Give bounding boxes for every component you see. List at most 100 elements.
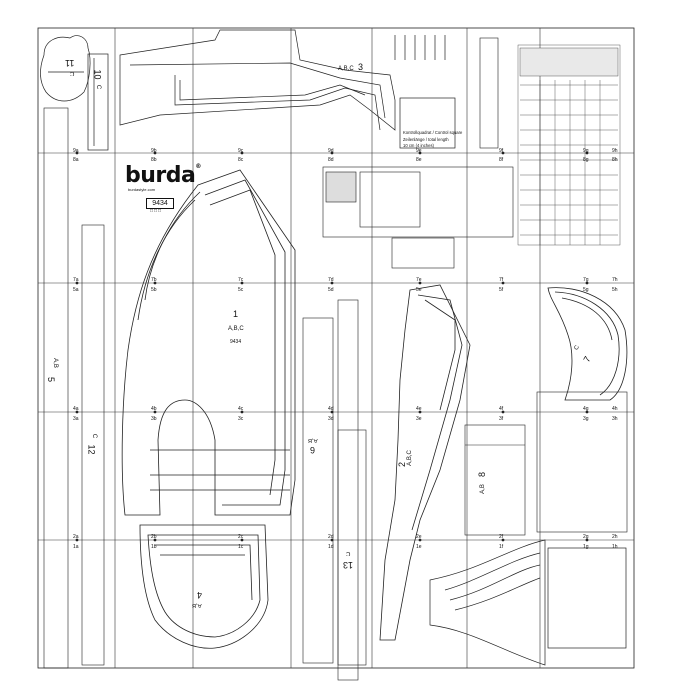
notes-box — [536, 391, 628, 533]
grid-label-1b: 1b — [151, 544, 157, 550]
pattern-number-box: 9434 — [146, 198, 174, 209]
burda-logo: burda® — [125, 163, 201, 188]
grid-label-4g: 4g — [583, 406, 589, 412]
grid-label-8e: 8e — [416, 157, 422, 163]
grid-label-3d: 3d — [328, 416, 334, 422]
grid-label-4b: 4b — [151, 406, 157, 412]
pattern-piece-7 — [547, 287, 628, 401]
piece-2-number: 2 — [397, 461, 408, 468]
grid-label-5h: 5h — [612, 287, 618, 293]
piece-1-views: A,B,C — [228, 326, 244, 332]
pattern-piece-10 — [87, 53, 109, 151]
piece-8-views: A,B — [479, 484, 486, 494]
piece-3-number: 3 — [358, 62, 364, 72]
grid-label-7d: 7d — [328, 277, 334, 283]
grid-label-2f: 2f — [499, 534, 504, 540]
grid-label-2c: 2c — [238, 534, 244, 540]
grid-label-8a: 8a — [73, 157, 79, 163]
grid-label-3g: 3g — [583, 416, 589, 422]
left-vertical-strips — [43, 107, 105, 669]
grid-label-7a: 7a — [73, 277, 79, 283]
size-table — [517, 44, 621, 246]
control-square-label: Kontrollquadrat / Control square — [403, 130, 463, 135]
grid-label-9f: 9f — [499, 148, 504, 154]
grid-label-9d: 9d — [328, 148, 334, 154]
grid-label-7h: 7h — [612, 277, 618, 283]
pattern-piece-3 — [119, 29, 446, 131]
grid-label-3a: 3a — [73, 416, 79, 422]
grid-label-3h: 3h — [612, 416, 618, 422]
piece-10-number: 10 — [92, 69, 103, 80]
grid-label-5c: 5c — [238, 287, 244, 293]
grid-label-2h: 2h — [612, 534, 618, 540]
grid-label-8d: 8d — [328, 157, 334, 163]
piece-4-number: 4 — [197, 590, 203, 600]
piece-10-views: C — [95, 84, 102, 90]
pattern-piece-4 — [139, 524, 269, 649]
piece-6-views: A,B — [308, 437, 318, 443]
logo-text: burda — [125, 163, 196, 188]
registered-mark-icon: ® — [195, 163, 201, 170]
piece-5-number: 5 — [46, 376, 57, 383]
grid-label-7f: 7f — [499, 277, 504, 283]
grid-label-7g: 7g — [583, 277, 589, 283]
grid-label-1e: 1e — [416, 544, 422, 550]
pattern-piece-2 — [379, 284, 471, 641]
grid-label-9h: 9h — [612, 148, 618, 154]
grid-label-7e: 7e — [416, 277, 422, 283]
piece-12-number: 12 — [86, 444, 97, 455]
grid-label-9e: 9e — [416, 148, 422, 154]
ruler-strip — [479, 37, 499, 149]
grid-label-5d: 5d — [328, 287, 334, 293]
grid-label-5g: 5g — [583, 287, 589, 293]
center-strips — [302, 299, 367, 681]
piece-5-views: A,B — [51, 358, 58, 368]
variant-boxes: □□□ — [150, 208, 163, 214]
grid-notch-markers — [75, 151, 589, 542]
grid-label-8c: 8c — [238, 157, 244, 163]
piece-12-views: C — [91, 433, 98, 439]
piece-11-number: 11 — [65, 58, 75, 68]
grid-label-2d: 2d — [328, 534, 334, 540]
grid-label-4c: 4c — [238, 406, 244, 412]
grid-label-2a: 2a — [73, 534, 79, 540]
grid-label-1h: 1h — [612, 544, 618, 550]
grid-label-8g: 8g — [583, 157, 589, 163]
pattern-piece-bottom-right — [429, 539, 627, 666]
grid-label-4d: 4d — [328, 406, 334, 412]
piece-1-code: 9434 — [230, 339, 242, 345]
grid-label-5e: 5e — [416, 287, 422, 293]
piece-13-number: 13 — [343, 560, 354, 570]
control-square-box — [399, 97, 456, 149]
grid-label-2b: 2b — [151, 534, 157, 540]
grid-label-7b: 7b — [151, 277, 157, 283]
grid-label-5b: 5b — [151, 287, 157, 293]
pattern-piece-11 — [40, 35, 91, 102]
grid-label-8f: 8f — [499, 157, 504, 163]
grid-label-9c: 9c — [238, 148, 244, 154]
sheet-border — [37, 27, 635, 669]
grid-label-1f: 1f — [499, 544, 504, 550]
grid-label-1c: 1c — [238, 544, 244, 550]
piece-3-views: A,B,C — [338, 66, 354, 72]
grid-label-3e: 3e — [416, 416, 422, 422]
grid-label-2g: 2g — [583, 534, 589, 540]
grid-label-4f: 4f — [499, 406, 504, 412]
grid-label-3f: 3f — [499, 416, 504, 422]
control-length-label: Zeilenlänge / total length — [403, 137, 449, 142]
piece-8-number: 8 — [477, 471, 488, 478]
piece-2-views: A,B,C — [406, 450, 413, 466]
logo-subtitle: burdastyle.com — [128, 187, 156, 192]
grid-label-9b: 9b — [151, 148, 157, 154]
grid-label-9a: 9a — [73, 148, 79, 154]
grid-label-4e: 4e — [416, 406, 422, 412]
control-value-label: 10 cm (4 inches) — [403, 143, 434, 148]
piece-1-number: 1 — [233, 309, 239, 319]
grid-label-3c: 3c — [238, 416, 244, 422]
pattern-piece-1 — [121, 169, 296, 516]
grid-label-8b: 8b — [151, 157, 157, 163]
grid-label-5f: 5f — [499, 287, 504, 293]
piece-11-views: C — [70, 70, 75, 76]
piece-4-views: A,B — [192, 602, 202, 608]
